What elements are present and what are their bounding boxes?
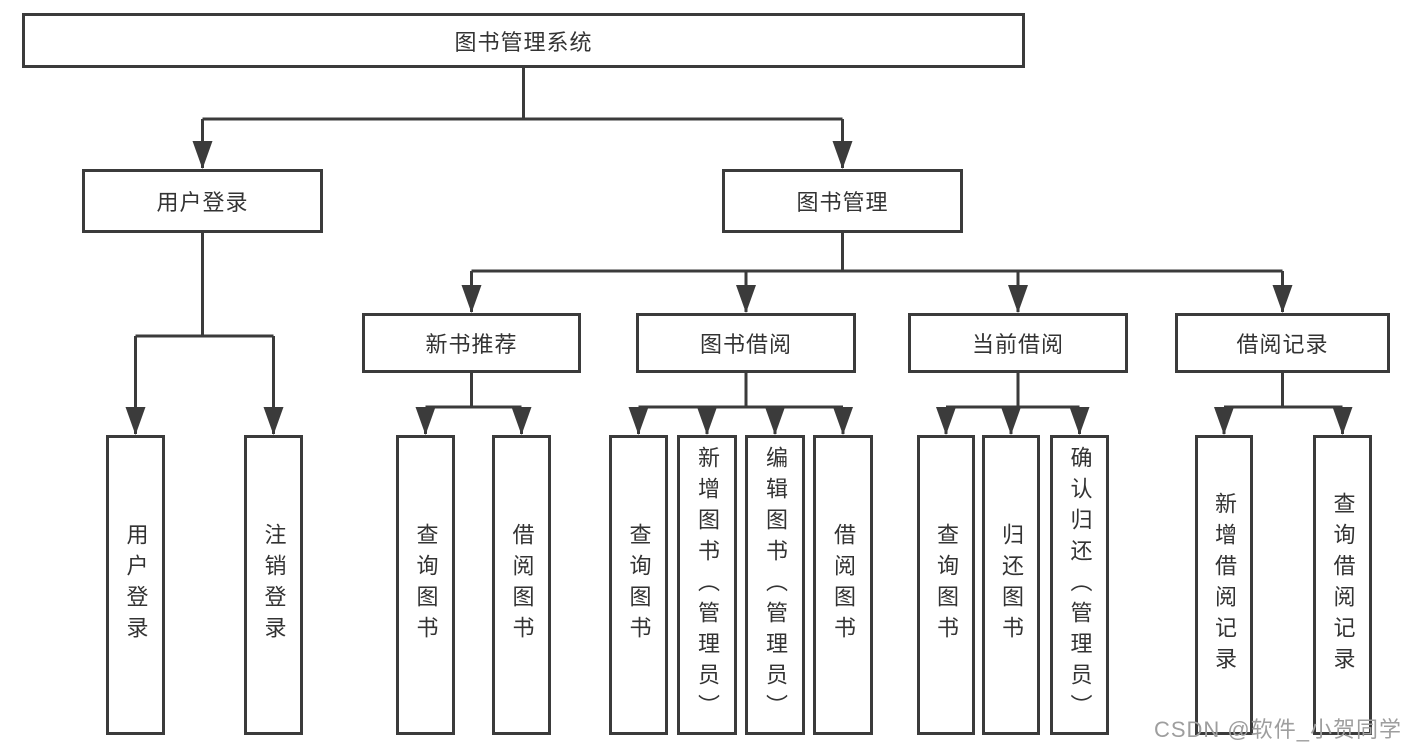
node-label: 查询借阅记录 xyxy=(1330,492,1356,678)
node-root-system: 图书管理系统 xyxy=(22,13,1025,68)
node-borrowing-records: 借阅记录 xyxy=(1175,313,1390,373)
node-query-books-current: 查询图书 xyxy=(917,435,975,735)
node-label: 注销登录 xyxy=(261,523,287,647)
node-label: 用户登录 xyxy=(123,523,149,647)
node-edit-books-admin: 编辑图书（管理员） xyxy=(745,435,805,735)
node-label: 借阅图书 xyxy=(831,523,856,647)
node-book-management: 图书管理 xyxy=(722,169,963,233)
node-label: 归还图书 xyxy=(999,523,1024,647)
node-label: 查询图书 xyxy=(413,523,439,647)
node-query-books-recommend: 查询图书 xyxy=(396,435,455,735)
node-label: 新增图书（管理员） xyxy=(695,445,720,725)
node-borrow-books-recommend: 借阅图书 xyxy=(492,435,551,735)
node-label: 确认归还（管理员） xyxy=(1067,445,1093,725)
node-borrow-books: 借阅图书 xyxy=(813,435,873,735)
node-query-books-borrowing: 查询图书 xyxy=(609,435,668,735)
node-label: 查询图书 xyxy=(934,523,959,647)
arrowhead-icons xyxy=(125,141,1353,435)
node-login: 用户登录 xyxy=(106,435,165,735)
node-query-borrow-record: 查询借阅记录 xyxy=(1313,435,1372,735)
node-label: 新增借阅记录 xyxy=(1212,492,1237,678)
node-add-books-admin: 新增图书（管理员） xyxy=(677,435,737,735)
node-label: 借阅图书 xyxy=(509,523,535,647)
node-add-borrow-record: 新增借阅记录 xyxy=(1195,435,1253,735)
node-logout: 注销登录 xyxy=(244,435,303,735)
node-new-book-recommend: 新书推荐 xyxy=(362,313,581,373)
csdn-watermark: CSDN @软件_小贺同学 xyxy=(1153,717,1402,742)
connector-segments xyxy=(134,68,1344,434)
node-current-borrowing: 当前借阅 xyxy=(908,313,1128,373)
node-book-borrowing: 图书借阅 xyxy=(636,313,856,373)
node-return-books: 归还图书 xyxy=(982,435,1040,735)
node-user-login: 用户登录 xyxy=(82,169,323,233)
node-label: 查询图书 xyxy=(626,523,652,647)
node-label: 编辑图书（管理员） xyxy=(763,445,788,725)
node-confirm-return-admin: 确认归还（管理员） xyxy=(1050,435,1109,735)
